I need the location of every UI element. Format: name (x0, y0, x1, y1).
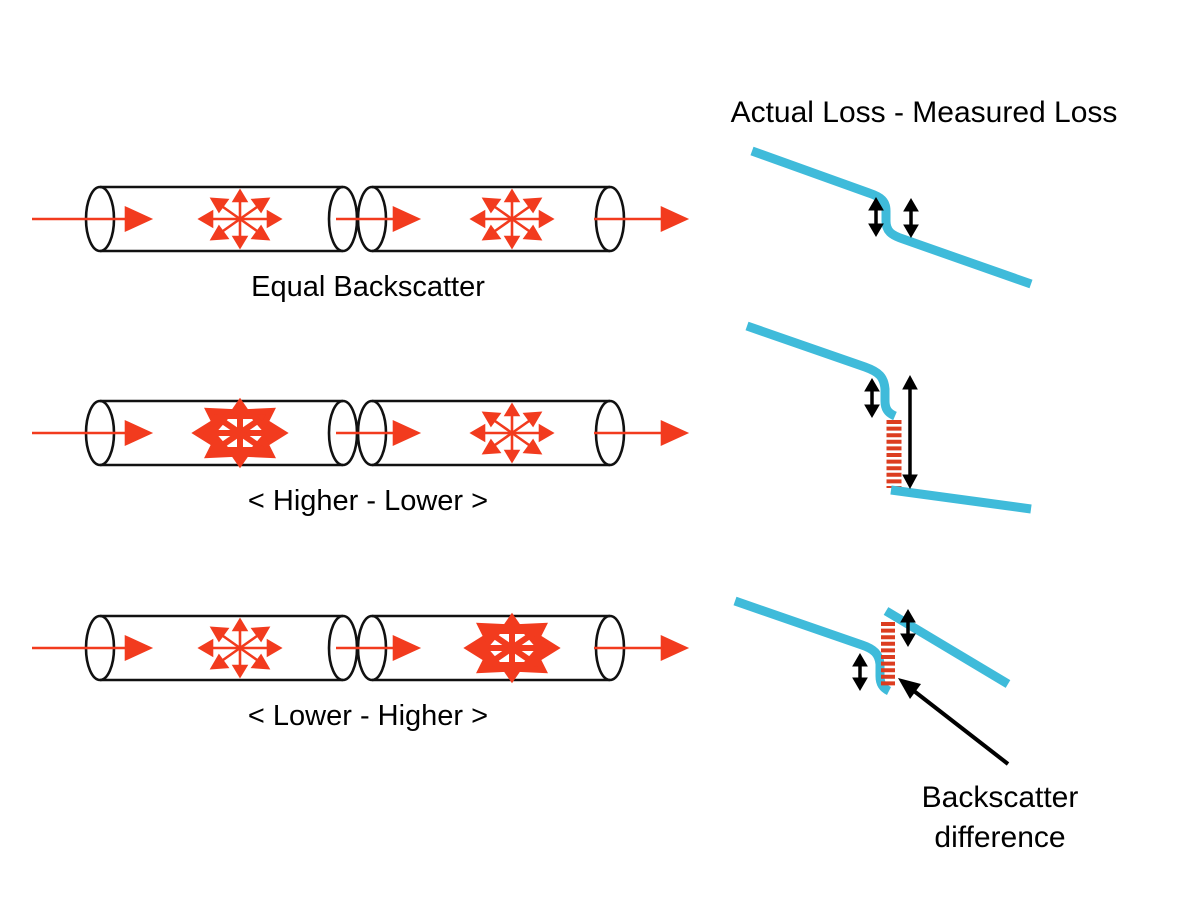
loss-arrow-right (903, 198, 919, 238)
fiber-row-higher-lower (30, 399, 688, 467)
trace-line (750, 146, 1033, 289)
trace-line-lower (890, 485, 1032, 514)
fiber-row-equal (30, 185, 688, 253)
backscatter-starburst-high (197, 403, 283, 463)
diagram-title: Actual Loss - Measured Loss (730, 96, 1118, 129)
backscatter-starburst-normal (470, 189, 554, 249)
backscatter-difference-line2: difference (934, 821, 1066, 854)
otdr-trace-lower-higher (733, 596, 1011, 766)
step-arrow-bottom (852, 653, 868, 691)
trace-line-left (733, 596, 892, 696)
row-label-lower-higher: < Lower - Higher > (247, 700, 489, 732)
backscatter-starburst-normal (198, 189, 282, 249)
measured-loss-arrow (902, 374, 918, 490)
annotation-arrow (898, 678, 1010, 766)
backscatter-starburst-normal (198, 618, 282, 678)
backscatter-difference-label: Backscatter difference (850, 778, 1150, 858)
otdr-trace-higher-lower (745, 321, 1032, 514)
fiber-row-lower-higher (30, 614, 688, 682)
row-label-equal-backscatter: Equal Backscatter (251, 271, 485, 303)
loss-arrow-left (868, 197, 884, 237)
trace-line-upper (745, 321, 897, 421)
backscatter-difference-line1: Backscatter (921, 781, 1079, 814)
otdr-trace-equal (750, 146, 1033, 289)
actual-loss-arrow (864, 378, 880, 418)
step-arrow-top (900, 609, 916, 647)
backscatter-starburst-normal (470, 403, 554, 463)
row-label-higher-lower: < Higher - Lower > (247, 485, 489, 517)
backscatter-starburst-high (469, 618, 555, 678)
